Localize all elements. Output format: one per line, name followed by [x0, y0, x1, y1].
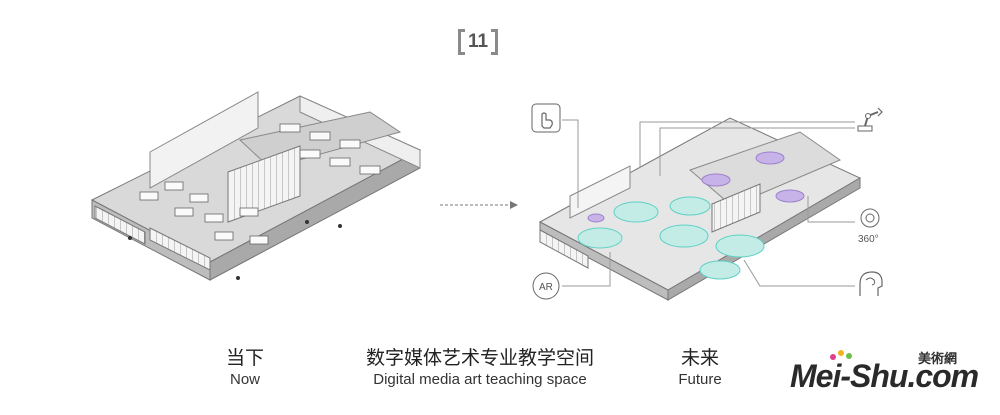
future-floorplan: [538, 117, 862, 301]
vr-360-label: 360°: [858, 234, 879, 245]
caption-future-en: Future: [678, 371, 722, 388]
logo-dots-icon: [830, 350, 852, 360]
watermark-logo: 美術網 Mei-Shu.com: [790, 348, 990, 398]
ar-label: AR: [539, 282, 553, 293]
brain-head-icon: [859, 271, 883, 296]
caption-now-en: Now: [229, 371, 260, 388]
ar-icon: AR: [532, 272, 560, 300]
page-number-badge: 11: [458, 29, 498, 55]
caption-future: 未来 Future: [655, 346, 745, 390]
touch-hand-icon: [531, 103, 561, 133]
logo-zh: 美術網: [918, 352, 958, 367]
caption-now-zh: 当下: [225, 347, 264, 369]
vr-360-icon: 360°: [858, 208, 880, 245]
bracket-right: [491, 29, 498, 55]
robot-arm-icon: [857, 107, 883, 132]
callout-lines: [562, 119, 855, 287]
bracket-left: [458, 29, 465, 55]
caption-title-en: Digital media art teaching space: [373, 371, 587, 388]
page-number: 11: [467, 31, 489, 52]
transition-arrow: [440, 201, 518, 209]
caption-future-zh: 未来: [680, 347, 719, 369]
now-floorplan: [90, 91, 422, 281]
caption-title: 数字媒体艺术专业教学空间 Digital media art teaching …: [335, 346, 625, 390]
caption-now: 当下 Now: [200, 346, 290, 390]
logo-text: Mei-Shu.com: [790, 358, 979, 394]
caption-title-zh: 数字媒体艺术专业教学空间: [365, 347, 594, 369]
